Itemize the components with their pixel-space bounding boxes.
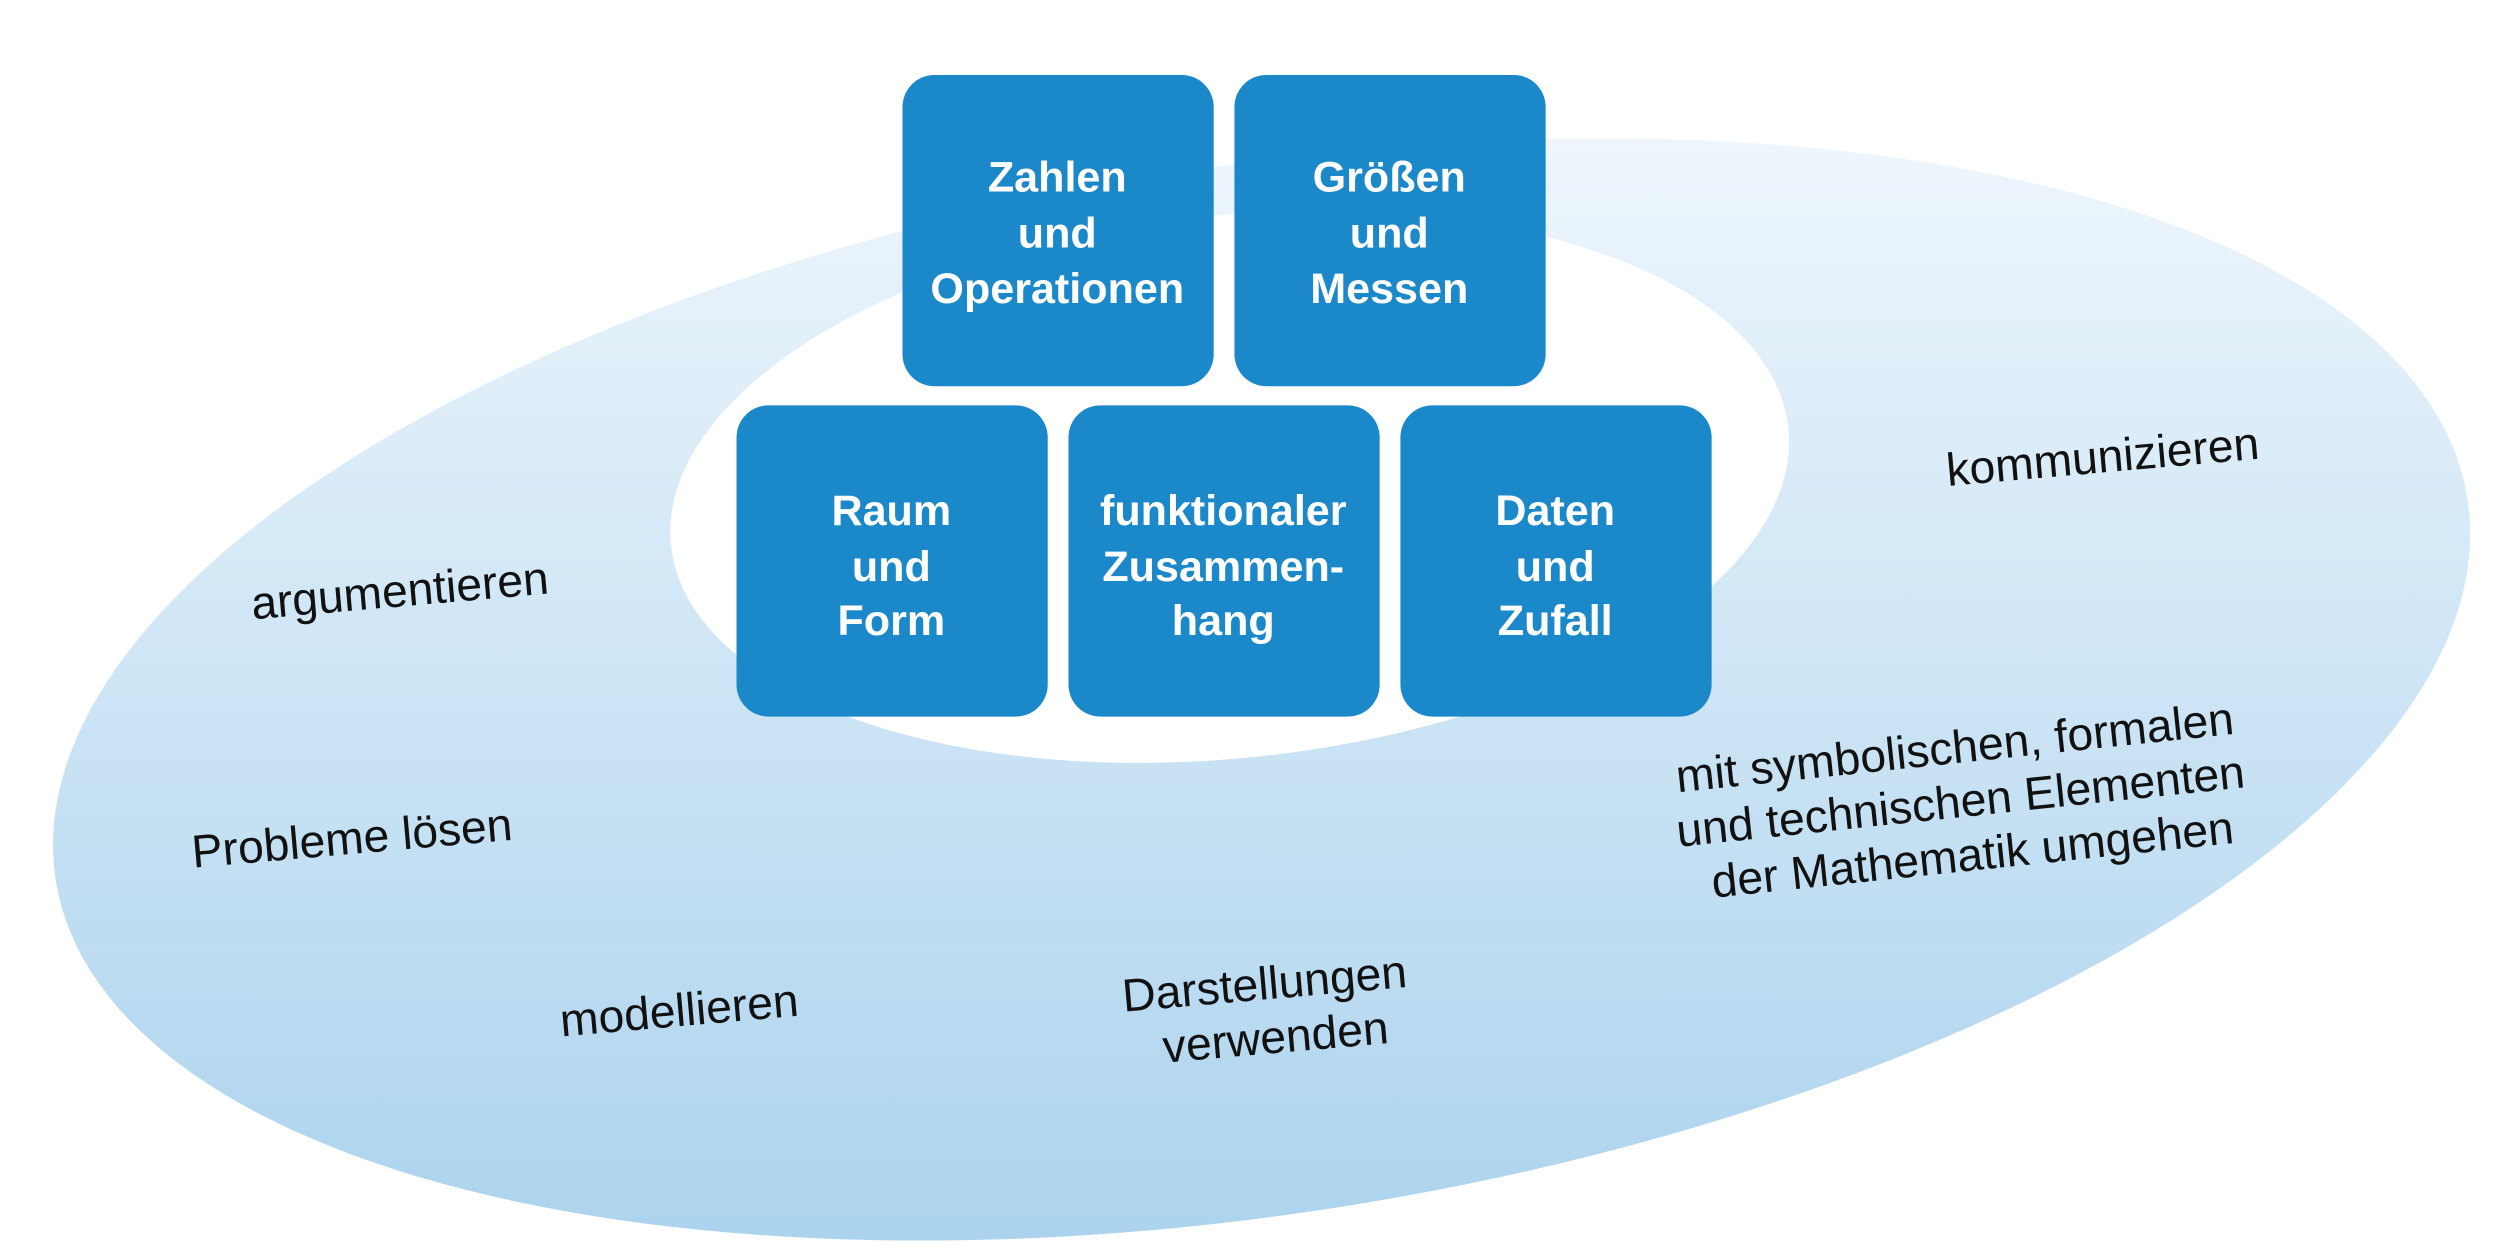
content-box-raum: Raum und Form (736, 405, 1048, 717)
content-box-funktional: funktionaler Zusammen- hang (1068, 405, 1380, 717)
svg-text:und: und (1350, 209, 1429, 257)
svg-text:und: und (852, 543, 931, 591)
svg-text:Messen: Messen (1310, 265, 1468, 313)
svg-text:Größen: Größen (1313, 154, 1466, 202)
svg-text:und: und (1018, 209, 1097, 257)
svg-text:Operationen: Operationen (930, 265, 1184, 313)
svg-text:Raum: Raum (831, 487, 951, 535)
svg-text:Form: Form (837, 597, 945, 645)
content-box-zahlen: Zahlen und Operationen (902, 75, 1214, 387)
svg-text:funktionaler: funktionaler (1100, 487, 1347, 535)
svg-text:Daten: Daten (1495, 487, 1615, 535)
content-box-groessen: Größen und Messen (1234, 75, 1546, 387)
label-symbolisch: mit symbolischen, formalen und technisch… (1673, 692, 2247, 908)
svg-text:Zusammen-: Zusammen- (1102, 543, 1344, 591)
svg-text:und: und (1516, 543, 1595, 591)
svg-text:hang: hang (1172, 597, 1275, 645)
svg-text:Zahlen: Zahlen (988, 154, 1127, 202)
content-box-daten: Daten und Zufall (1400, 405, 1712, 717)
svg-text:Zufall: Zufall (1498, 597, 1613, 645)
